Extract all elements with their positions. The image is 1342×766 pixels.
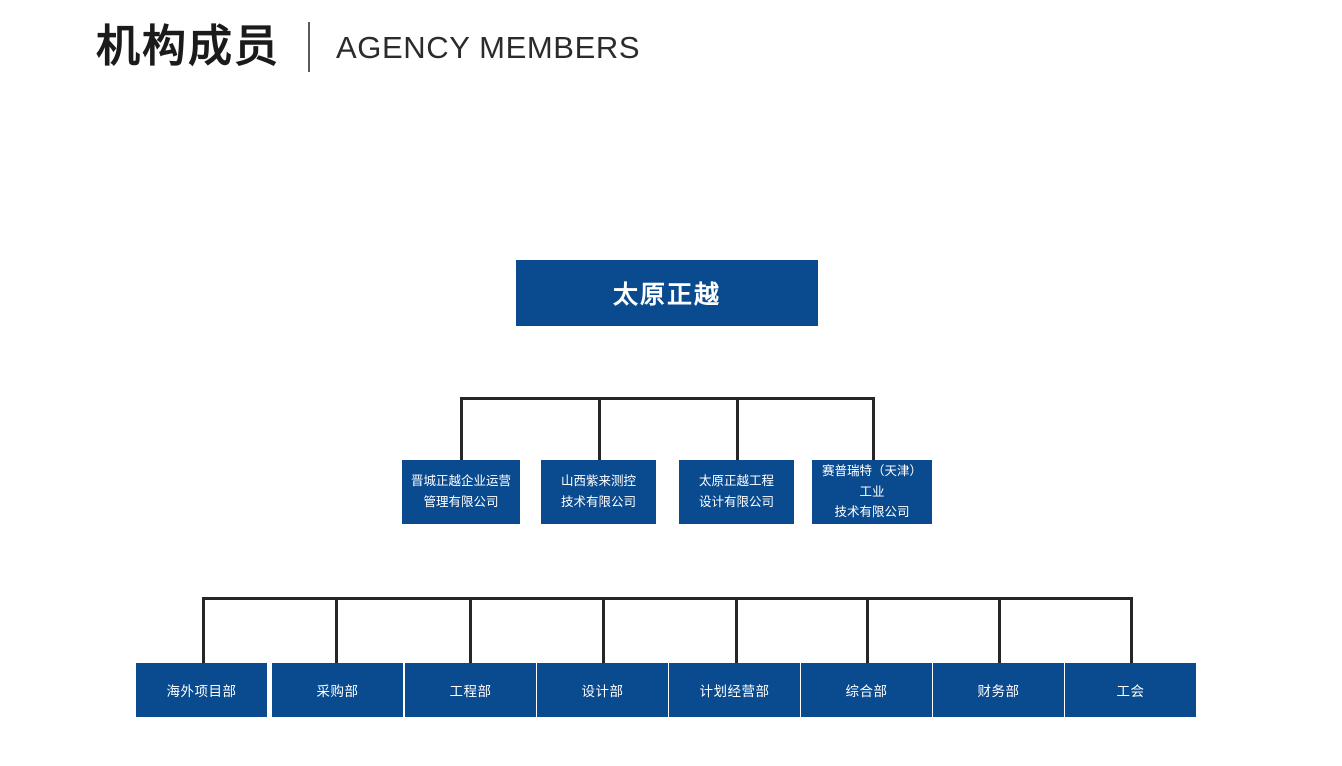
org-node-subsidiary-4-line1: 赛普瑞特（天津）工业 [821,463,922,499]
connector-subsidiary-drop-3 [736,397,739,460]
org-node-department-engineering[interactable]: 工程部 [405,663,536,717]
connector-subsidiary-drop-4 [872,397,875,460]
org-node-subsidiary-4-line2: 技术有限公司 [834,504,910,520]
org-node-subsidiary-2[interactable]: 山西紫来测控 技术有限公司 [541,460,656,524]
connector-department-drop-1 [202,597,205,663]
org-node-subsidiary-1-line2: 管理有限公司 [423,494,499,509]
title-divider-rule [308,22,310,72]
page-title-cn: 机构成员 [96,21,280,72]
org-node-subsidiary-2-line1: 山西紫来测控 [560,473,636,489]
org-node-department-design[interactable]: 设计部 [537,663,668,717]
connector-department-drop-7 [998,597,1001,663]
org-node-subsidiary-1-text: 晋城正越企业运营 管理有限公司 [411,471,511,512]
org-node-root[interactable]: 太原正越 [516,260,818,326]
connector-subsidiary-drop-1 [460,397,463,460]
connector-department-drop-5 [735,597,738,663]
connector-subsidiary-horizontal-bar [460,397,874,400]
org-node-department-procurement[interactable]: 采购部 [272,663,403,717]
org-node-department-finance[interactable]: 财务部 [933,663,1064,717]
org-node-subsidiary-3-line2: 设计有限公司 [698,494,774,509]
org-node-subsidiary-1-line1: 晋城正越企业运营 [410,473,511,489]
connector-department-drop-4 [602,597,605,663]
org-node-subsidiary-4-text: 赛普瑞特（天津）工业 技术有限公司 [818,461,926,523]
org-node-department-planning-operations[interactable]: 计划经营部 [669,663,800,717]
org-node-department-general-affairs[interactable]: 综合部 [801,663,932,717]
connector-department-drop-3 [469,597,472,663]
org-node-subsidiary-2-text: 山西紫来测控 技术有限公司 [561,471,636,512]
connector-department-drop-8 [1130,597,1133,663]
connector-department-drop-6 [866,597,869,663]
org-node-subsidiary-2-line2: 技术有限公司 [560,494,636,509]
page-title-en: AGENCY MEMBERS [336,29,641,65]
org-node-subsidiary-3[interactable]: 太原正越工程 设计有限公司 [679,460,794,524]
org-node-subsidiary-3-text: 太原正越工程 设计有限公司 [699,471,774,512]
org-node-department-overseas-project[interactable]: 海外项目部 [136,663,267,717]
page-header: 机构成员 AGENCY MEMBERS [96,14,640,80]
connector-department-horizontal-bar [202,597,1132,600]
org-node-subsidiary-3-line1: 太原正越工程 [698,473,774,489]
org-node-subsidiary-1[interactable]: 晋城正越企业运营 管理有限公司 [402,460,520,524]
org-node-department-labor-union[interactable]: 工会 [1065,663,1196,717]
connector-department-drop-2 [335,597,338,663]
connector-subsidiary-drop-2 [598,397,601,460]
org-node-subsidiary-4[interactable]: 赛普瑞特（天津）工业 技术有限公司 [812,460,932,524]
